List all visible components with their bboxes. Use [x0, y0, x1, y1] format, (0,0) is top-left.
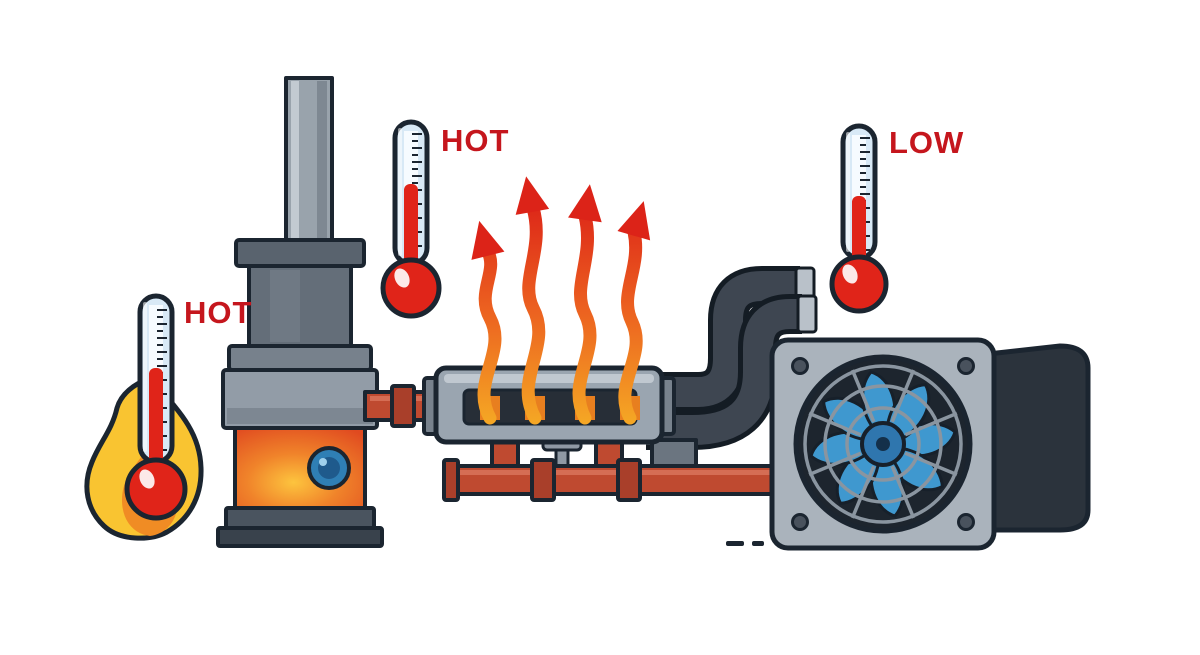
furnace-foot [216, 526, 384, 548]
red-pipe-network [363, 384, 780, 502]
furnace-unit [216, 76, 384, 548]
thermometer-mercury [149, 368, 163, 472]
heat-arrowhead [515, 176, 550, 215]
dark-return-pipes [646, 266, 818, 450]
ground-line [726, 541, 764, 546]
thermometer-bulb [380, 257, 442, 319]
furnace-base [224, 506, 376, 530]
exchanger-thermometer-label: HOT [441, 123, 509, 158]
heat-arrowhead [617, 201, 651, 241]
cooler-thermometer: LOW [829, 123, 964, 314]
pipe-end-cap [796, 294, 818, 334]
screw-icon [791, 513, 809, 531]
furnace-thermometer-label: HOT [184, 295, 252, 330]
furnace-cap-flange [234, 238, 366, 268]
pipe-coupling [616, 458, 642, 502]
heat-arrowhead [471, 220, 505, 260]
screw-icon [957, 357, 975, 375]
heat-arrows [471, 176, 651, 425]
furnace-flange [227, 344, 373, 372]
heat-arrow-icon [618, 225, 643, 425]
thermometer-bulb [829, 254, 889, 314]
pipe-coupling [390, 384, 416, 428]
screw-icon [791, 357, 809, 375]
heat-arrow-icon [521, 201, 546, 425]
cooler-thermometer-label: LOW [889, 125, 964, 160]
heat-arrow-icon [572, 209, 597, 425]
heat-exchanger [422, 365, 676, 445]
thermometer-mercury [404, 184, 418, 270]
thermometer-mercury [852, 196, 866, 268]
screw-icon [957, 513, 975, 531]
fan-guard [803, 364, 963, 524]
thermometer-bulb [124, 457, 188, 521]
heat-arrowhead [568, 184, 602, 223]
fan-cooler-unit [769, 337, 1091, 551]
pipe-end-cap [442, 458, 460, 502]
fan-blades [803, 364, 963, 524]
furnace-thermometer: HOT [84, 293, 252, 541]
cooler-housing [985, 343, 1091, 533]
exchanger-thermometer: HOT [380, 119, 509, 319]
pipe-coupling [530, 458, 556, 502]
heat-arrow-icon [477, 245, 502, 425]
